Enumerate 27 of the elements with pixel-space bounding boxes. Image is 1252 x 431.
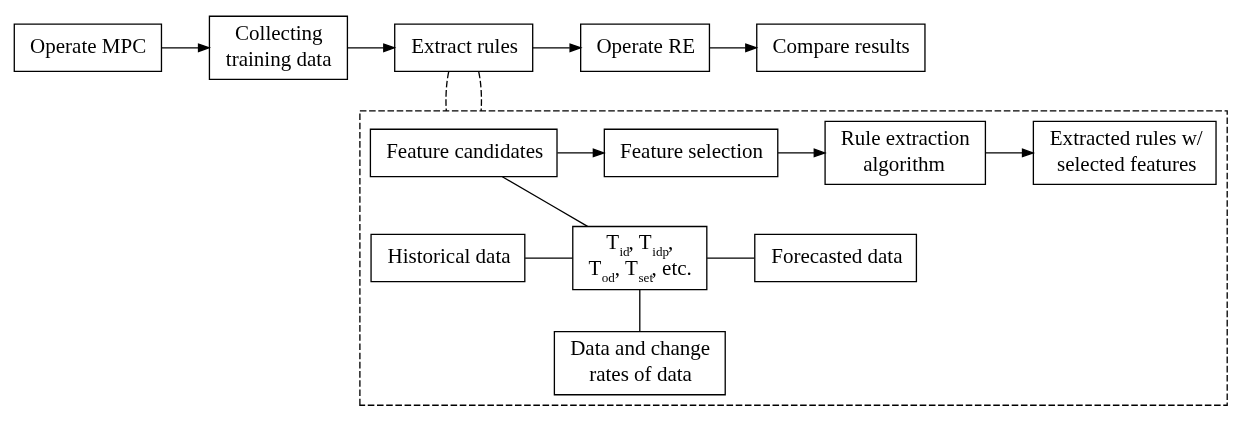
cluster <box>359 109 1228 406</box>
arrow <box>985 147 1035 158</box>
arrow <box>777 147 827 158</box>
arrow <box>709 42 759 52</box>
node-box: Feature selection <box>603 128 779 177</box>
connector <box>639 288 641 332</box>
connector <box>445 70 450 112</box>
arrow <box>532 42 583 52</box>
node-box: Feature candidates <box>369 128 558 177</box>
arrow <box>346 42 397 52</box>
node-box: Forecasted data <box>754 233 918 282</box>
node-box: Extract rules <box>394 23 534 72</box>
arrow <box>160 42 212 52</box>
node-box: T$_{id}$, T$_{idp}$, T$_{od}$, T$_{set}$, etc. <box>572 225 708 290</box>
node-box: Operate RE <box>580 23 711 72</box>
node-box: Data and change rates of data <box>553 330 726 395</box>
node-box: Rule extraction algorithm <box>824 120 987 185</box>
node-box: Extracted rules w/ selected features <box>1032 120 1217 185</box>
node-box: Operate MPC <box>13 23 163 72</box>
node-box: Compare results <box>756 23 926 72</box>
arrow <box>556 147 606 158</box>
connector <box>501 175 589 227</box>
connector <box>478 70 483 112</box>
node-box: Collecting training data <box>208 15 349 80</box>
connector <box>524 256 574 259</box>
connector <box>706 256 755 259</box>
node-box: Historical data <box>370 233 526 282</box>
